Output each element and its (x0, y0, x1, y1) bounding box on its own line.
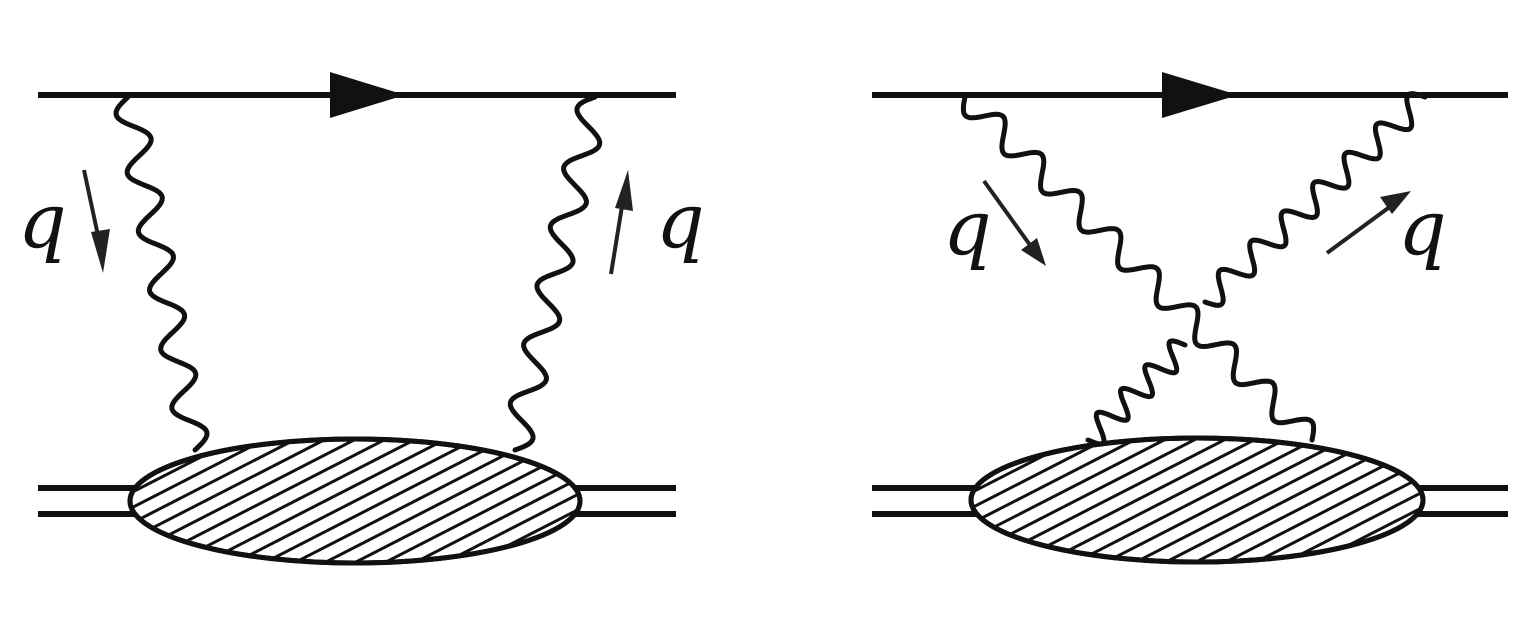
hatch-line (0, 419, 65, 583)
hatch-line (971, 438, 998, 562)
hatch-line (1517, 418, 1525, 582)
hatch-line (0, 419, 35, 583)
hatch-line (1427, 418, 1525, 582)
momentum-label-q: q (943, 183, 992, 272)
hatch-line (971, 438, 1208, 562)
photon-line-incoming (960, 94, 1317, 443)
hatch-line (554, 439, 580, 563)
momentum-arrow-outgoing (609, 170, 633, 275)
momentum-label-q: q (18, 176, 67, 265)
hatch-line (557, 418, 877, 582)
hatch-line (971, 438, 1178, 562)
hatch-line (130, 439, 336, 563)
hatch-line (645, 419, 965, 583)
hatch-line (675, 419, 995, 583)
hatch-line (344, 439, 580, 563)
hadron-blob-outline (968, 435, 1426, 565)
momentum-label-q: q (1398, 183, 1447, 272)
momentum-arrow-incoming (982, 179, 1046, 266)
momentum-label-q: q (656, 176, 705, 265)
photon-line-incoming (113, 94, 210, 453)
photon-line-outgoing (1202, 91, 1428, 308)
hatch-line (130, 439, 396, 563)
hatch-line (0, 419, 95, 583)
momentum-arrow-outgoing (1325, 191, 1411, 255)
hatch-line (1216, 438, 1423, 562)
hatch-line (647, 418, 967, 582)
hatch-line (0, 419, 5, 583)
hatch-line (1156, 438, 1423, 562)
hatch-line (1487, 418, 1525, 582)
hadron-blob-outline (127, 436, 583, 566)
diagram-direct: q q (0, 72, 995, 583)
hatch-line (615, 419, 935, 583)
photon-line-outgoing (507, 94, 603, 453)
hatch-line (1457, 418, 1525, 582)
hatch-line (374, 439, 580, 563)
fermion-arrow (1162, 72, 1238, 118)
hatch-line (130, 439, 366, 563)
hatch-line (1186, 438, 1423, 562)
hatch-line (314, 439, 580, 563)
photon-line-outgoing (1085, 338, 1188, 447)
fermion-arrow (330, 72, 405, 118)
hatch-line (0, 419, 125, 583)
momentum-arrow-incoming (82, 169, 110, 273)
hatch-line (971, 438, 1238, 562)
hatch-line (587, 418, 907, 582)
hatch-line (585, 419, 905, 583)
hatch-line (617, 418, 937, 582)
